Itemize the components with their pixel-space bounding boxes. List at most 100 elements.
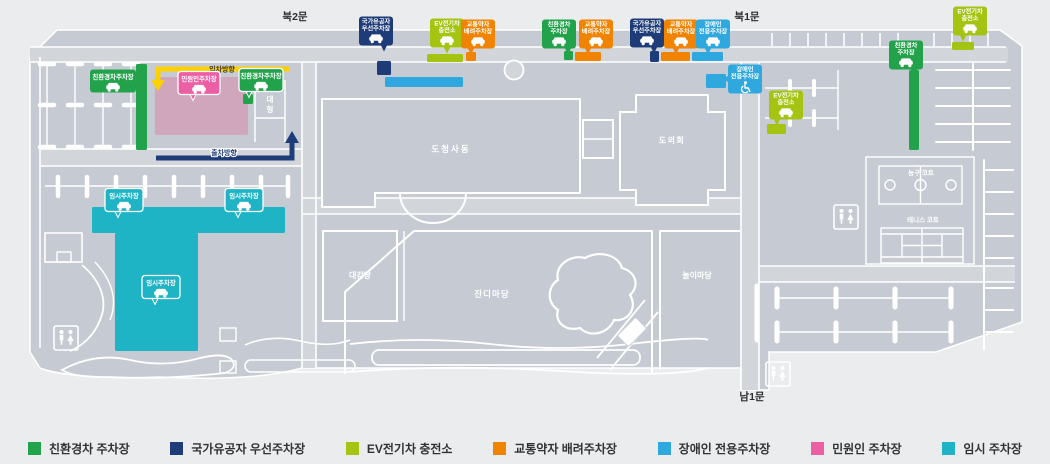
roads (30, 47, 1015, 390)
zone-ev-bar-1 (427, 54, 463, 62)
marker-box (104, 187, 144, 213)
legend-item-care: 교통약자 배려주차장 (493, 440, 617, 457)
marker-eco-top: 친환경차주차장 (542, 19, 576, 55)
building-main-entrance-arc (399, 192, 467, 224)
landscape (60, 230, 740, 379)
pond (548, 253, 637, 335)
courts (865, 156, 975, 265)
marker-label: 교통약자 (670, 21, 693, 29)
roundabout (503, 59, 525, 81)
legend-swatch-care (493, 442, 507, 455)
marker-civil: 민원인주차장 (177, 70, 221, 102)
marker-box (696, 19, 730, 49)
marker-box (769, 90, 803, 120)
marker-tail (910, 68, 918, 76)
markers-layer: 국가유공자우선주차장EV전기차충전소교통약자배려주차장친환경차주차장교통약자배려… (90, 6, 987, 306)
marker-label: 장애인 (736, 66, 753, 74)
council-label: 도의회 (659, 135, 686, 145)
marker-label: 친환경차주차장 (92, 72, 133, 81)
legend-label-eco: 친환경차 주차장 (49, 442, 130, 456)
marker-label: 임시주차장 (146, 278, 176, 287)
marker-tail (704, 47, 712, 55)
marker-tail (443, 46, 451, 54)
marker-label: 배려주차장 (464, 28, 493, 36)
zone-disabled-bar-top (385, 77, 463, 87)
zone-eco-square-left (243, 94, 253, 104)
main-building-label: 도청사동 (431, 144, 470, 154)
marker-label: 교통약자 (585, 21, 608, 29)
marker-tail (584, 47, 592, 55)
marker-tail (380, 44, 388, 52)
legend-swatch-veteran (170, 442, 184, 455)
svg-text:대: 대 (267, 94, 274, 104)
parking-lines (37, 33, 1014, 351)
marker-tail (564, 47, 572, 55)
legend-swatch-civil (811, 442, 825, 455)
marker-box (542, 19, 576, 49)
marker-temp-1: 임시주차장 (104, 187, 144, 219)
marker-label: 국가유공자 (633, 20, 662, 28)
marker-label: 충전소 (438, 27, 455, 35)
building-main (321, 98, 581, 208)
marker-box (664, 19, 698, 49)
legend-swatch-temp (942, 442, 956, 455)
legend-label-civil: 민원인 주차장 (832, 442, 902, 456)
svg-text:형: 형 (267, 104, 274, 114)
legend-item-civil: 민원인 주차장 (811, 440, 902, 457)
zone-care-bar-3 (661, 52, 690, 61)
zone-eco-bar-2 (564, 51, 573, 60)
legend-swatch-disabled (657, 442, 671, 455)
marker-box (430, 18, 464, 48)
zone-care-bar-2 (575, 52, 601, 61)
buildings (44, 94, 726, 322)
marker-label: 친환경차 (548, 21, 571, 29)
marker-box (889, 40, 923, 70)
building-council (619, 94, 726, 206)
marker-eco-mid: 친환경차주차장 (238, 67, 284, 99)
basketball-label: 농구 코트 (908, 168, 934, 177)
large-vehicle-label: 대형 (267, 94, 274, 114)
building-auditorium (322, 230, 398, 322)
zone-vet-bar-1 (377, 61, 391, 75)
lawn-label: 잔디마당 (474, 289, 509, 299)
marker-label: 주차장 (897, 49, 914, 57)
marker-tail (722, 75, 729, 83)
marker-label: EV전기차 (434, 20, 460, 28)
marker-label: 우선주차장 (362, 25, 391, 33)
marker-label: 임시주차장 (229, 191, 259, 200)
marker-label: 배려주차장 (667, 28, 696, 36)
marker-label: 국가유공자 (362, 18, 391, 26)
marker-tail (135, 77, 142, 85)
courts-enclosure (865, 156, 975, 265)
zone-ev-bar-2 (767, 124, 786, 134)
marker-box (630, 18, 664, 48)
marker-tail (959, 34, 967, 42)
marker-box (359, 16, 393, 46)
gate-south1-label: 남1문 (739, 390, 764, 403)
zone-care-bar-1 (466, 52, 476, 61)
legend-label-temp: 임시 주차장 (963, 442, 1022, 456)
marker-label: 우선주차장 (633, 27, 662, 35)
legend: 친환경차 주차장 국가유공자 우선주차장 EV전기차 충전소 교통약자 배려주차… (28, 440, 1022, 457)
legend-label-care: 교통약자 배려주차장 (514, 442, 617, 456)
zone-eco-bar-right (909, 70, 919, 150)
zone-disabled-bar-1 (692, 52, 723, 61)
marker-label: EV전기차 (773, 92, 799, 100)
legend-swatch-ev (345, 442, 359, 455)
marker-box (953, 6, 987, 36)
legend-item-disabled: 장애인 전용주차장 (657, 440, 770, 457)
gate-north1-label: 북1문 (734, 11, 759, 23)
marker-tail (650, 46, 658, 54)
marker-eco-left: 친환경차주차장 (90, 69, 142, 93)
marker-tail (672, 47, 680, 55)
auditorium-label: 대강당 (349, 270, 372, 280)
marker-box (461, 19, 495, 49)
play-yard-label: 놀이마당 (682, 270, 712, 280)
